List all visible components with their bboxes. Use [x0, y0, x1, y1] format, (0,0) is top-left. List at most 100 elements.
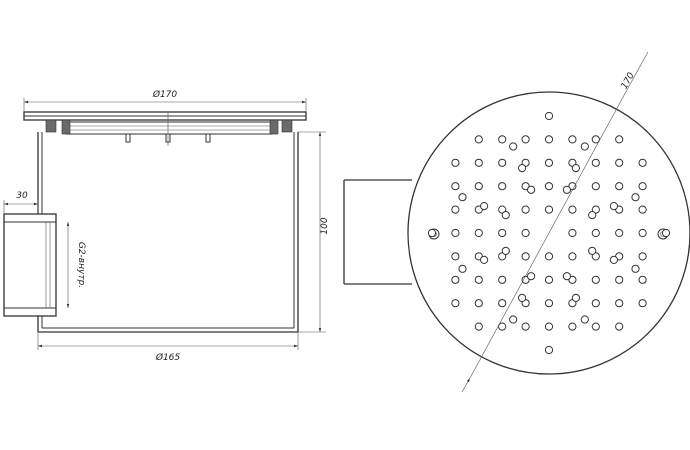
dim-top-label: Ø170 [152, 89, 178, 100]
drain-hole [615, 135, 624, 144]
drain-hole [498, 322, 507, 331]
drain-hole [615, 182, 624, 191]
drain-hole [615, 275, 624, 284]
drain-hole [544, 345, 554, 355]
drain-hole [568, 252, 577, 261]
thread-callout: G2-внутр. [66, 222, 86, 308]
drain-hole [544, 205, 554, 214]
drain-hole [521, 135, 530, 144]
drain-hole [451, 275, 460, 284]
drain-hole [474, 228, 483, 238]
drain-hole [458, 264, 467, 273]
drain-hole [451, 228, 460, 238]
drain-hole [474, 275, 483, 284]
drain-hole [509, 142, 518, 151]
drain-hole [568, 322, 577, 331]
drain-hole [568, 135, 577, 144]
dim-bottom-label: Ø165 [155, 352, 181, 363]
drain-hole [544, 299, 554, 308]
drain-hole [498, 299, 507, 308]
drain-hole [544, 252, 554, 261]
drain-hole [562, 185, 572, 194]
drain-hole [480, 202, 489, 211]
drain-hole [501, 211, 510, 220]
drain-hole [498, 275, 507, 284]
drain-hole [544, 182, 554, 191]
drain-hole [638, 228, 647, 238]
drain-hole [544, 322, 554, 331]
drain-hole [591, 135, 600, 144]
drain-hole [498, 158, 507, 167]
drain-hole [591, 158, 600, 167]
drain-hole [498, 135, 507, 144]
drain-hole [571, 293, 581, 302]
drain-hole [501, 246, 510, 255]
drain-hole [562, 272, 572, 281]
drain-hole [518, 293, 527, 302]
drain-hole [609, 255, 619, 264]
drain-hole [591, 322, 600, 331]
drain-hole [521, 322, 530, 331]
drain-body [37, 132, 299, 333]
drain-hole [521, 205, 530, 214]
drain-hole [588, 246, 597, 255]
drain-hole [474, 299, 483, 308]
drain-hole [568, 228, 577, 238]
drain-hole [458, 193, 467, 202]
top-view-pipe [343, 179, 412, 285]
drain-hole [638, 252, 647, 261]
drain-hole [615, 322, 624, 331]
drain-hole [580, 315, 589, 324]
drain-hole [615, 158, 624, 167]
drain-hole [615, 299, 624, 308]
drain-hole [544, 275, 554, 284]
gasket-block-inner-right [269, 119, 279, 135]
drain-hole [638, 275, 647, 284]
thread-label: G2-внутр. [76, 242, 86, 288]
drain-hole [544, 135, 554, 144]
drain-hole [615, 228, 624, 238]
drain-hole [474, 158, 483, 167]
drain-hole [638, 299, 647, 308]
grate-pins [125, 112, 211, 146]
drain-hole [591, 275, 600, 284]
drain-hole [591, 228, 600, 238]
gasket-block-inner-left [61, 119, 71, 135]
side-view: Ø170 Ø165 100 30 G2-внутр. [3, 89, 330, 363]
drain-hole [638, 158, 647, 167]
drain-hole [591, 299, 600, 308]
dim-pipe-label: 30 [16, 191, 28, 201]
drain-hole [451, 182, 460, 191]
drain-hole [451, 252, 460, 261]
dim-pipe: 30 [3, 191, 39, 214]
drain-hole [521, 228, 530, 238]
drain-hole [451, 158, 460, 167]
dim-grate-label: 170 [620, 71, 637, 91]
drain-hole [427, 228, 437, 238]
gasket-block-right [281, 119, 293, 133]
drain-hole [631, 193, 640, 202]
drain-hole [638, 205, 647, 214]
drain-hole [591, 182, 600, 191]
drain-hole [631, 264, 640, 273]
gasket-block-left [45, 119, 57, 133]
drain-hole [474, 322, 483, 331]
drain-hole [509, 315, 518, 324]
dim-height-label: 100 [320, 217, 330, 234]
drain-hole [474, 135, 483, 144]
drain-hole [661, 228, 671, 238]
drain-hole [568, 205, 577, 214]
drain-hole [480, 255, 489, 264]
dim-bottom-diameter: Ø165 [37, 332, 299, 363]
drain-hole [544, 111, 554, 121]
dim-height: 100 [298, 131, 330, 333]
drain-hole [580, 142, 589, 151]
drain-holes [427, 111, 671, 355]
drain-hole [474, 182, 483, 191]
drain-hole [498, 228, 507, 238]
drain-hole [638, 182, 647, 191]
drain-hole [527, 272, 536, 281]
drain-hole [521, 252, 530, 261]
top-view: 170 [343, 51, 690, 393]
